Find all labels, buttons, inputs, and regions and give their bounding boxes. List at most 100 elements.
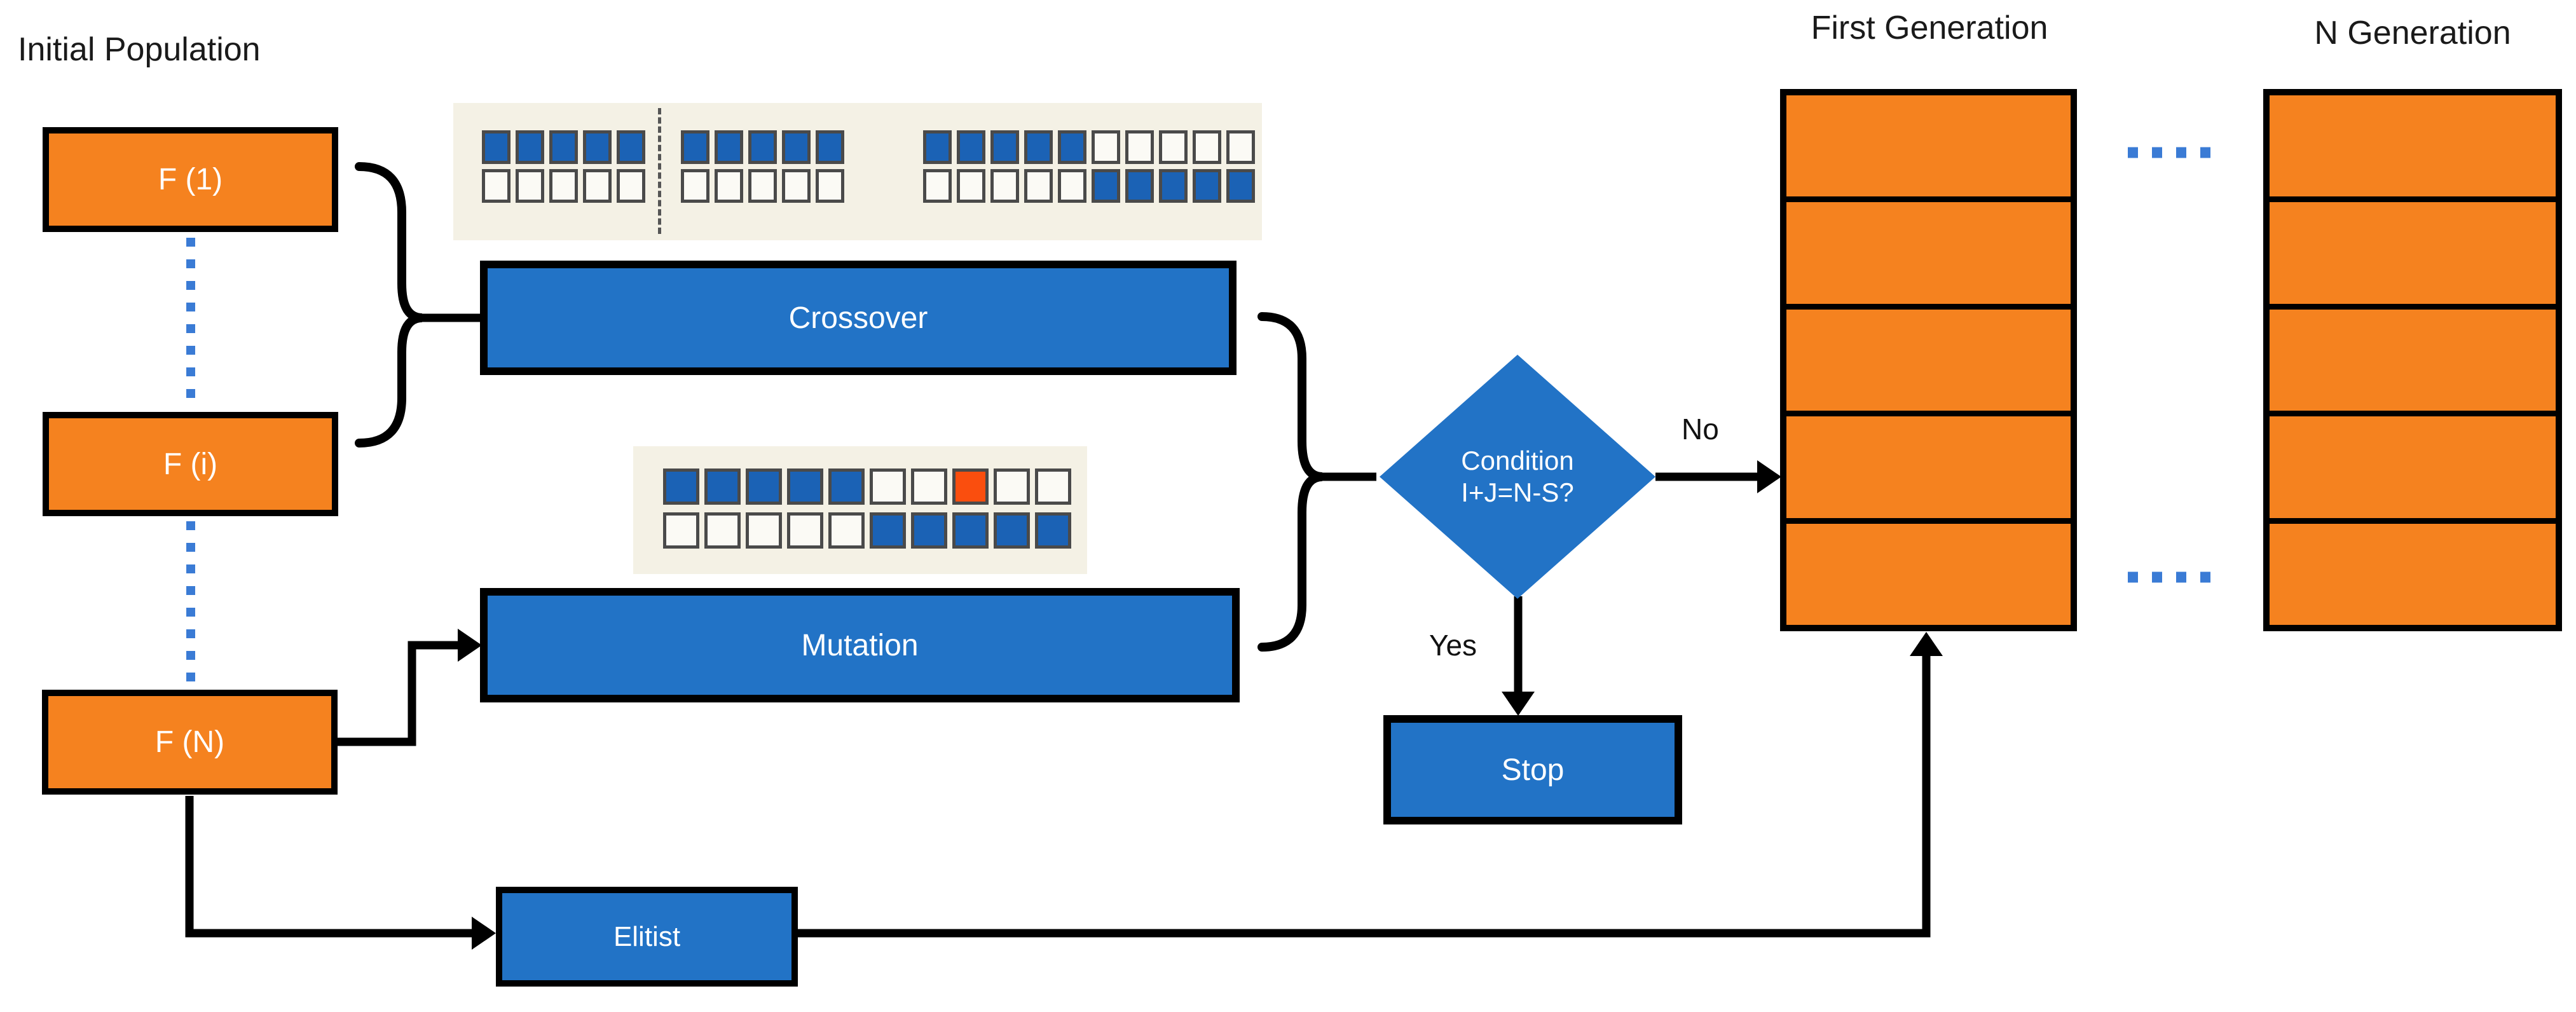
gene-cell-empty (549, 169, 578, 203)
crossover-box-label: Crossover (788, 301, 928, 335)
gene-cell-filled (746, 468, 782, 505)
first-generation-column (1780, 89, 2077, 631)
gene-cell-filled (617, 130, 645, 164)
yes-arrow (1502, 596, 1535, 716)
gene-cell-empty (583, 169, 612, 203)
gene-cell-empty (1092, 130, 1120, 164)
gene-cell-empty (782, 169, 811, 203)
gene-cell-empty (1024, 169, 1053, 203)
gene-cell-filled (482, 130, 510, 164)
gene-cell-filled (994, 512, 1030, 549)
gene-cell-empty (1193, 130, 1221, 164)
gene-cell-filled (1035, 512, 1071, 549)
mutation-illustration-panel (633, 446, 1087, 574)
population-box-fn-label: F (N) (154, 725, 225, 759)
gene-cell-empty (681, 169, 709, 203)
gene-cell-filled (787, 468, 823, 505)
gene-cell-empty (1058, 169, 1086, 203)
gene-cell-empty (787, 512, 823, 549)
gene-cell-empty (990, 169, 1019, 203)
gene-cell-empty (1125, 130, 1154, 164)
mutation-bottom-row (663, 512, 1071, 549)
gene-cell-filled (1058, 130, 1086, 164)
elitist-box-label: Elitist (613, 920, 681, 952)
brace-operators-to-decision (1257, 312, 1376, 652)
gene-cell-empty (957, 169, 985, 203)
crossover-box: Crossover (480, 261, 1237, 375)
generation-slot (2270, 95, 2556, 197)
fn-to-elitist-arrow (185, 796, 496, 950)
crossover-child-top-row (923, 130, 1255, 164)
gene-cell-empty (870, 468, 906, 505)
yes-branch-label: Yes (1429, 629, 1477, 662)
generation-slot (2270, 416, 2556, 518)
n-generation-title: N Generation (2314, 15, 2511, 51)
gene-cell-empty (516, 169, 544, 203)
elitist-box: Elitist (496, 887, 798, 987)
population-box-fn: F (N) (42, 690, 338, 795)
crossover-child-bottom-row (923, 169, 1255, 203)
gene-cell-empty (746, 512, 782, 549)
population-box-f1-label: F (1) (158, 163, 223, 196)
first-generation-title: First Generation (1811, 10, 2048, 46)
mutation-box: Mutation (480, 588, 1240, 702)
population-box-f1: F (1) (43, 127, 338, 232)
generation-slot (1786, 309, 2071, 411)
gene-cell-filled (911, 512, 947, 549)
gene-cell-filled (1125, 169, 1154, 203)
gene-cell-empty (828, 512, 865, 549)
gene-cell-filled (663, 468, 699, 505)
crossover-parent-bottom-row (482, 169, 844, 203)
gene-cell-empty (994, 468, 1030, 505)
condition-line2: I+J=N-S? (1461, 477, 1574, 507)
gene-cell-filled (1024, 130, 1053, 164)
gene-cell-filled (828, 468, 865, 505)
generation-slot (2270, 202, 2556, 304)
gene-cell-filled (516, 130, 544, 164)
gene-cell-filled (816, 130, 844, 164)
gene-cell-empty (748, 169, 777, 203)
n-generation-column (2263, 89, 2562, 631)
condition-line1: Condition (1461, 446, 1574, 476)
gene-cell-filled (1226, 169, 1255, 203)
stop-box: Stop (1383, 715, 1682, 824)
gene-cell-filled (715, 130, 743, 164)
no-arrow (1655, 460, 1781, 493)
gene-cell-filled (583, 130, 612, 164)
gene-cell-empty (923, 169, 952, 203)
gene-cell-filled (1092, 169, 1120, 203)
generation-slot (1786, 523, 2071, 626)
gene-cell-filled (957, 130, 985, 164)
gene-cell-filled (1159, 169, 1188, 203)
gene-cell-empty (663, 512, 699, 549)
fn-to-mutation-arrow (338, 629, 482, 746)
gene-cell-filled (990, 130, 1019, 164)
crossover-parent-top-row (482, 130, 844, 164)
gene-cell-filled (870, 512, 906, 549)
gene-cell-filled (923, 130, 952, 164)
gene-cell-filled (704, 468, 741, 505)
generation-slot (2270, 309, 2556, 411)
gene-cell-filled (782, 130, 811, 164)
gene-cell-empty (482, 169, 510, 203)
gene-cell-empty (816, 169, 844, 203)
gene-cell-filled (681, 130, 709, 164)
stop-box-label: Stop (1501, 753, 1565, 787)
gene-cell-empty (1159, 130, 1188, 164)
gene-cell-mutated (952, 468, 989, 505)
gene-cell-filled (952, 512, 989, 549)
gene-cell-empty (1226, 130, 1255, 164)
mutation-box-label: Mutation (801, 628, 919, 662)
gene-cell-empty (704, 512, 741, 549)
initial-population-title: Initial Population (18, 31, 261, 68)
population-box-fi: F (i) (43, 412, 338, 516)
generation-slot (1786, 416, 2071, 518)
gene-cell-empty (911, 468, 947, 505)
generation-slot (2270, 523, 2556, 626)
gene-cell-filled (748, 130, 777, 164)
gene-cell-empty (1035, 468, 1071, 505)
gene-cell-filled (549, 130, 578, 164)
condition-decision-diamond: Condition I+J=N-S? (1380, 355, 1655, 599)
